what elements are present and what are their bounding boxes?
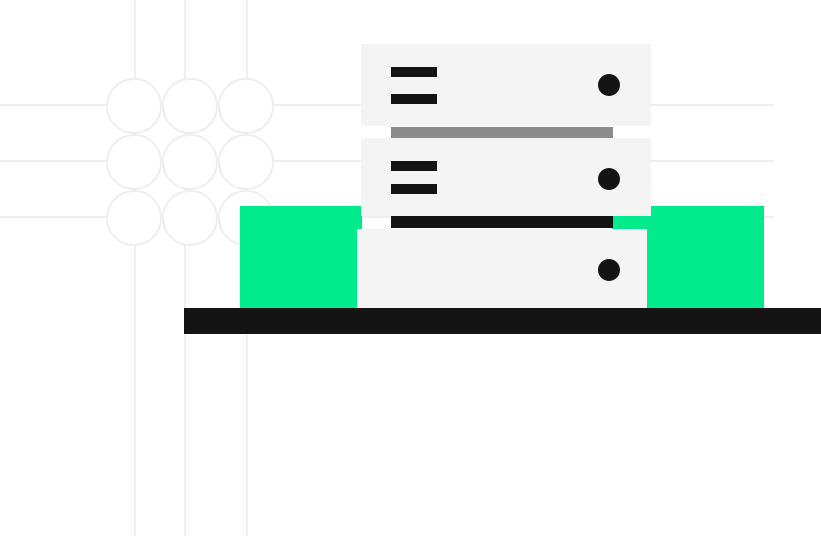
status-led-icon: [598, 259, 620, 281]
status-led-icon: [598, 168, 620, 190]
connector-bar-gray: [391, 127, 613, 138]
connector-bar-dark: [391, 216, 613, 228]
accent-block-left: [240, 206, 362, 308]
server-unit-bottom: [357, 229, 647, 308]
server-unit-middle: [361, 138, 651, 216]
vent-line-icon: [391, 161, 437, 171]
server-unit-top: [361, 44, 651, 126]
status-led-icon: [598, 74, 620, 96]
vent-line-icon: [391, 67, 437, 77]
base-shelf: [184, 308, 821, 334]
vent-line-icon: [391, 184, 437, 194]
vent-line-icon: [391, 94, 437, 104]
